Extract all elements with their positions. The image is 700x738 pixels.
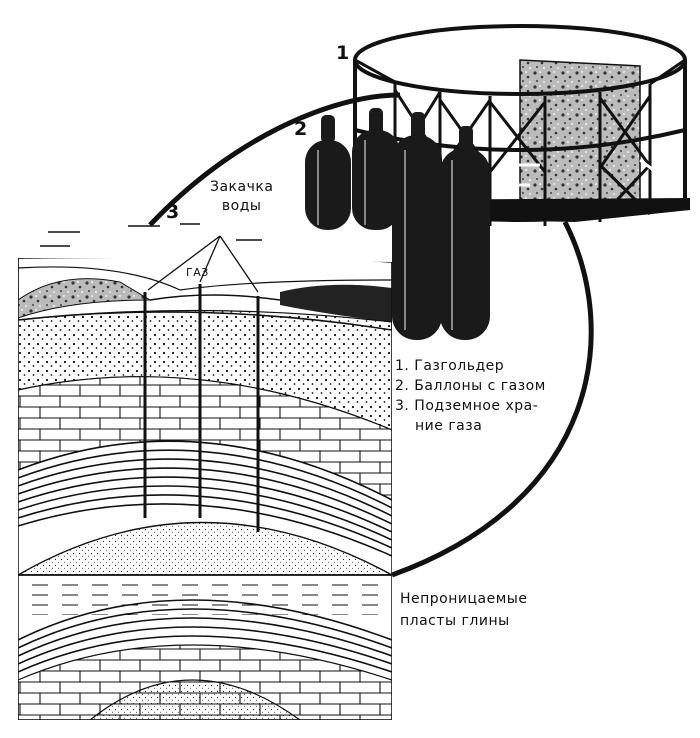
legend-item-2: 2. Баллоны с газом [395,378,546,394]
legend: 1. Газгольдер 2. Баллоны с газом 3. Подз… [395,356,546,436]
sand-reservoir [18,521,392,576]
cylinder [440,126,490,340]
clay-strata-upper [18,440,392,557]
water-injection-line-2: воды [221,198,262,214]
geological-cross-section [18,258,392,720]
legend-item-3: 3. Подземное хра- [395,398,539,414]
marker-1-label: 1 [336,42,350,64]
connection-arc-right [391,220,594,578]
legend-item-1: 1. Газгольдер [395,358,505,374]
cylinder [305,115,351,230]
clay-line-2: пласты глины [400,613,510,629]
injection-arrows [147,235,259,293]
cylinder [392,112,442,340]
water-injection-line-1: Закачка [210,179,274,195]
connection-circle [148,92,401,227]
surface-water-marks [40,223,262,247]
legend-item-3-cont: ние газа [415,418,483,434]
clay-line-1: Непроницаемые [400,591,528,607]
lower-strata [18,599,392,673]
clay-label: Непроницаемые пласты глины [400,588,527,632]
cylinder [352,108,400,230]
water-layer [18,575,392,615]
wells [143,284,260,532]
marker-2-label: 2 [294,118,308,140]
water-injection-label: Закачка воды [210,178,273,216]
gas-label: ГАЗ [186,266,209,279]
lower-sand [88,679,302,720]
gas-cylinders [305,108,490,340]
marker-3-label: 3 [166,201,180,223]
